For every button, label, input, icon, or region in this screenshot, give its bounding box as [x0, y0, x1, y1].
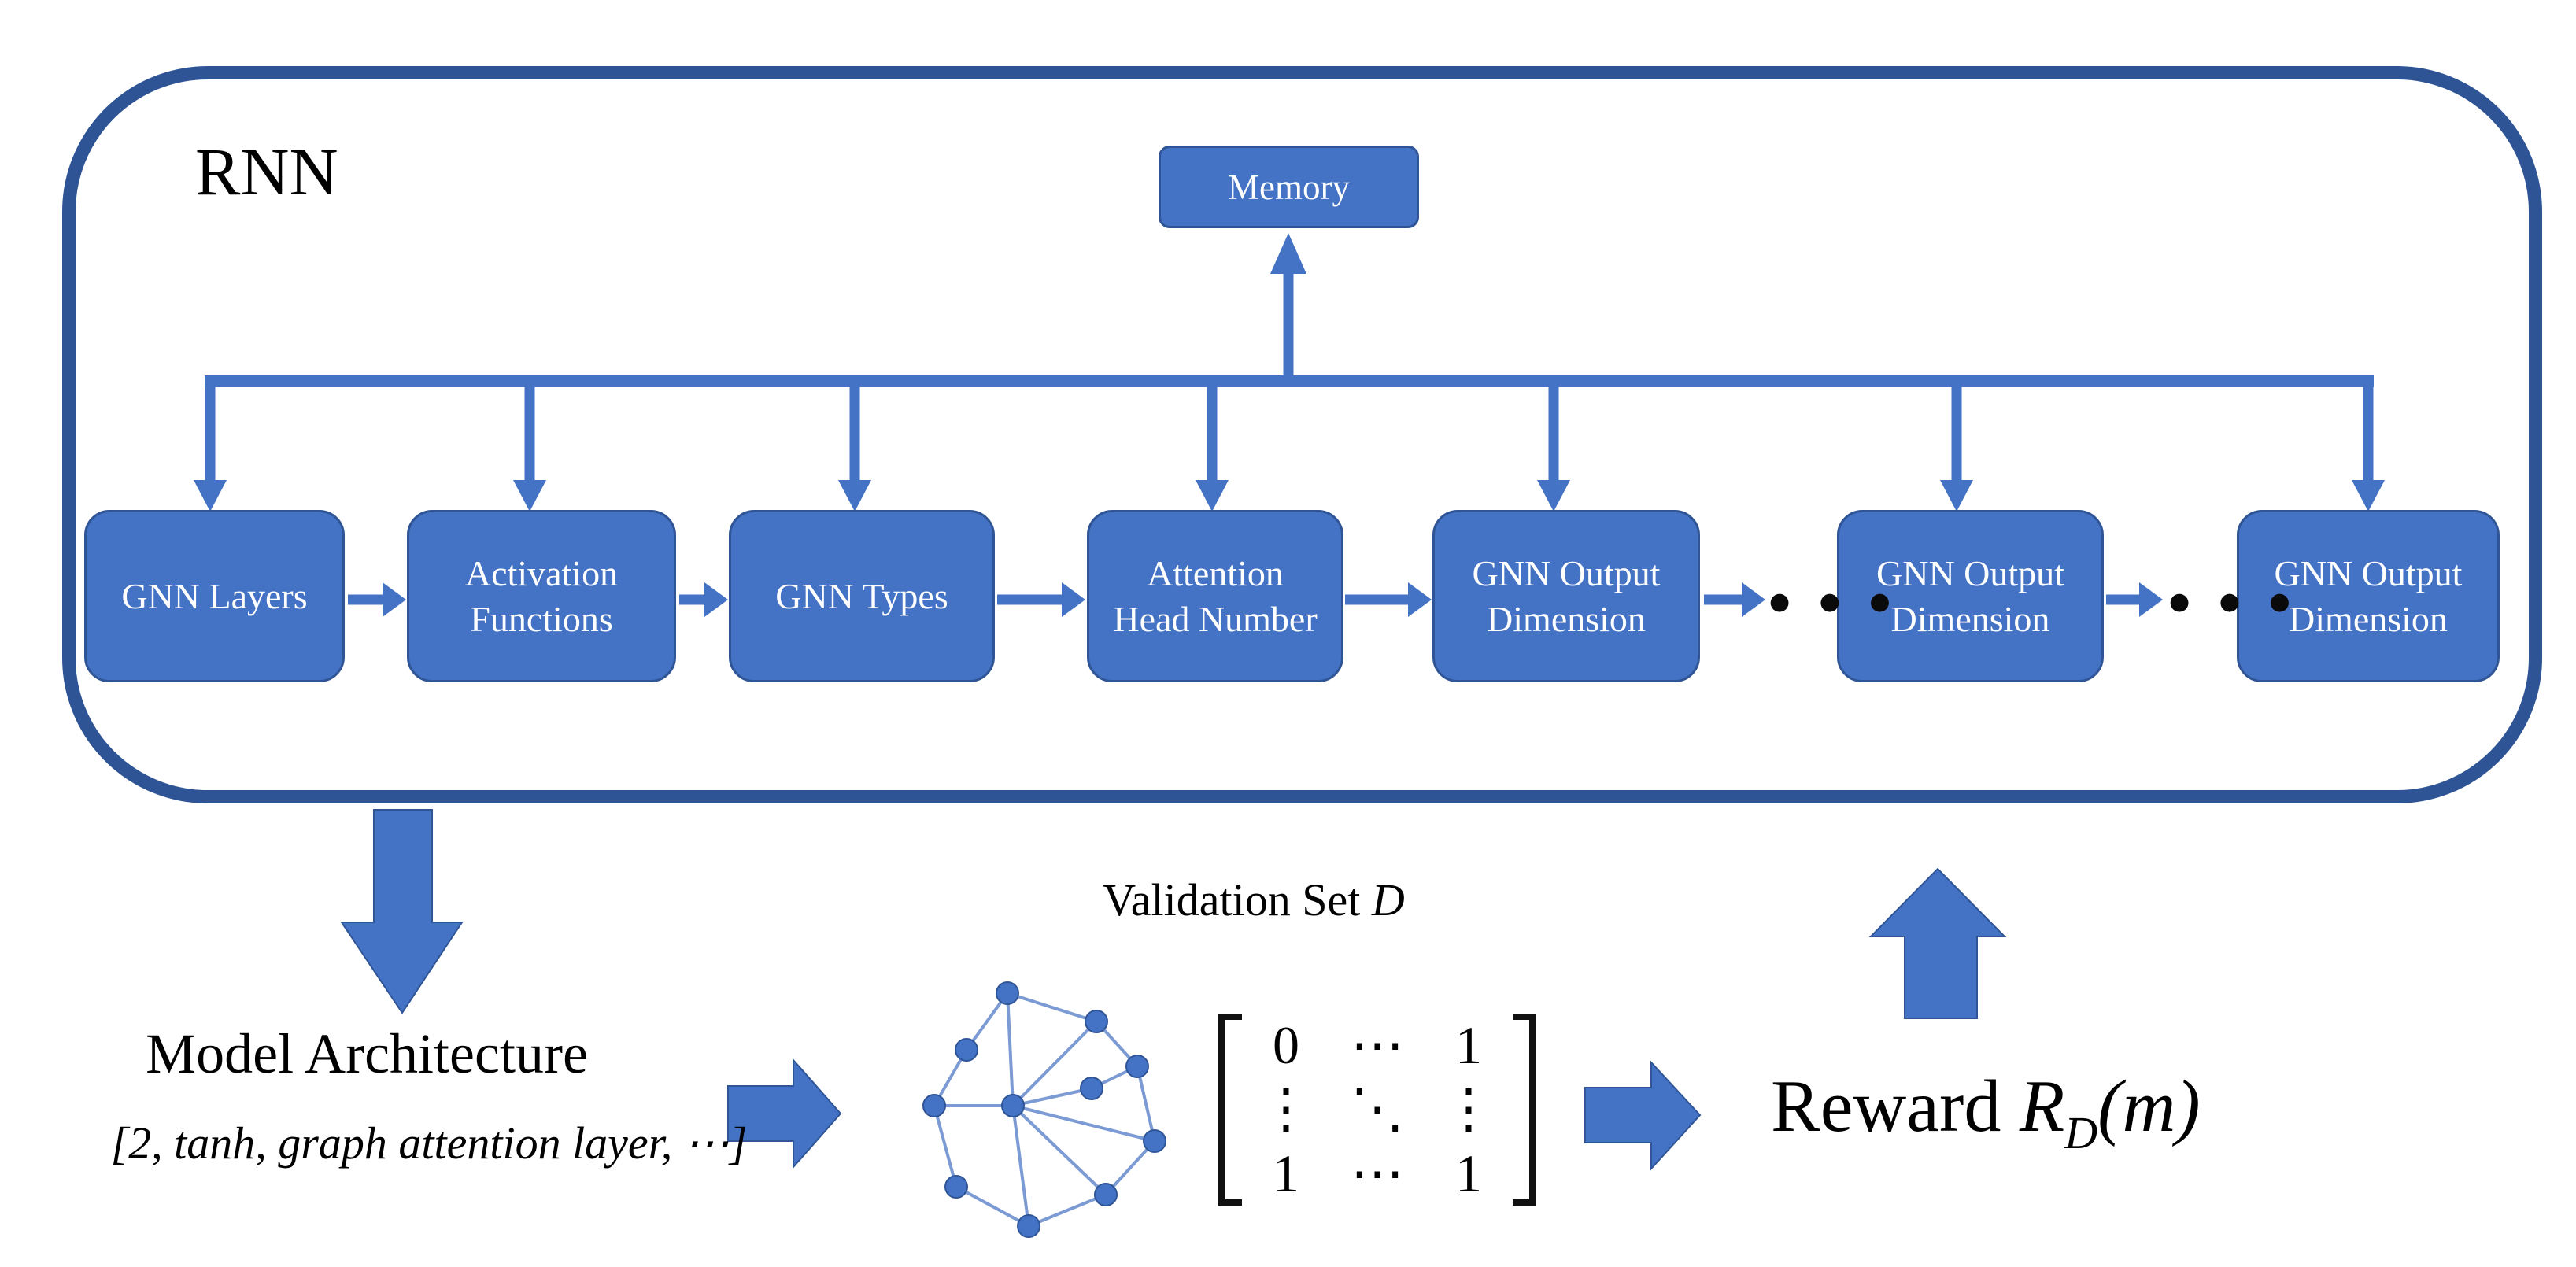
matrix-cell: 1 — [1455, 1143, 1482, 1203]
reward-prefix: Reward — [1771, 1066, 2001, 1147]
down-arrows — [194, 381, 2385, 512]
matrix-cell: ⋯ — [1351, 1015, 1404, 1076]
box-label: GNN Output Dimension — [1876, 553, 2064, 639]
matrix-cell: ⋮ — [1259, 1079, 1313, 1140]
to-validation-arrow — [727, 1058, 842, 1169]
matrix-left-bracket — [1218, 1014, 1242, 1206]
model-architecture-vector: [2, tanh, graph attention layer, ⋯] — [110, 1117, 748, 1169]
memory-box: Memory — [1159, 146, 1419, 228]
rnn-step-box-attention-head-number: Attention Head Number — [1087, 510, 1343, 682]
validation-set-symbol: D — [1371, 874, 1405, 925]
rnn-step-box-gnn-output-dimension-1: GNN Output Dimension — [1432, 510, 1700, 682]
model-output-arrow — [340, 809, 464, 1014]
reward-subscript: D — [2064, 1107, 2098, 1158]
box-label: GNN Output Dimension — [1472, 553, 1661, 639]
matrix-cell: ⋱ — [1351, 1079, 1404, 1140]
matrix-right-bracket — [1513, 1014, 1536, 1206]
reward-argument: (m) — [2097, 1066, 2201, 1147]
adjacency-matrix: 0 ⋯ 1 ⋮ ⋱ ⋮ 1 ⋯ 1 — [1218, 1014, 1536, 1206]
flow-arrows — [348, 582, 2163, 617]
continuation-dots-2: ● ● ● — [2169, 588, 2301, 615]
box-label: GNN Output Dimension — [2274, 553, 2463, 639]
continuation-dots-1: ● ● ● — [1769, 588, 1902, 615]
reward-label: Reward RD(m) — [1771, 1064, 2201, 1159]
matrix-cell: 1 — [1455, 1015, 1482, 1076]
rnn-container — [62, 66, 2542, 803]
rnn-label: RNN — [195, 134, 338, 209]
validation-set-text: Validation Set — [1103, 874, 1361, 925]
matrix-cell: 0 — [1273, 1015, 1299, 1076]
validation-set-title: Validation Set D — [1103, 874, 1404, 926]
memory-arrow — [1270, 233, 1306, 381]
bus-line — [205, 375, 2374, 387]
matrix-cell: ⋯ — [1351, 1143, 1404, 1203]
matrix-cell: ⋮ — [1442, 1079, 1495, 1140]
rnn-step-box-activation-functions: Activation Functions — [407, 510, 676, 682]
box-label: GNN Layers — [121, 575, 308, 616]
rnn-step-box-gnn-output-dimension-3: GNN Output Dimension — [2237, 510, 2500, 682]
to-reward-arrow — [1584, 1060, 1702, 1171]
reward-feedback-arrow — [1868, 867, 2007, 1019]
box-label: GNN Types — [775, 575, 948, 616]
model-architecture-title: Model Architecture — [146, 1022, 588, 1085]
validation-graph — [922, 981, 1166, 1238]
rnn-step-box-gnn-types: GNN Types — [729, 510, 995, 682]
matrix-cell: 1 — [1273, 1143, 1299, 1203]
box-label: Attention Head Number — [1113, 553, 1318, 639]
rnn-step-box-gnn-output-dimension-2: GNN Output Dimension — [1837, 510, 2104, 682]
reward-symbol: R — [2019, 1066, 2065, 1147]
matrix-grid: 0 ⋯ 1 ⋮ ⋱ ⋮ 1 ⋯ 1 — [1242, 1014, 1513, 1206]
box-label: Activation Functions — [464, 553, 619, 639]
rnn-step-box-gnn-layers: GNN Layers — [84, 510, 345, 682]
memory-label: Memory — [1228, 167, 1350, 207]
